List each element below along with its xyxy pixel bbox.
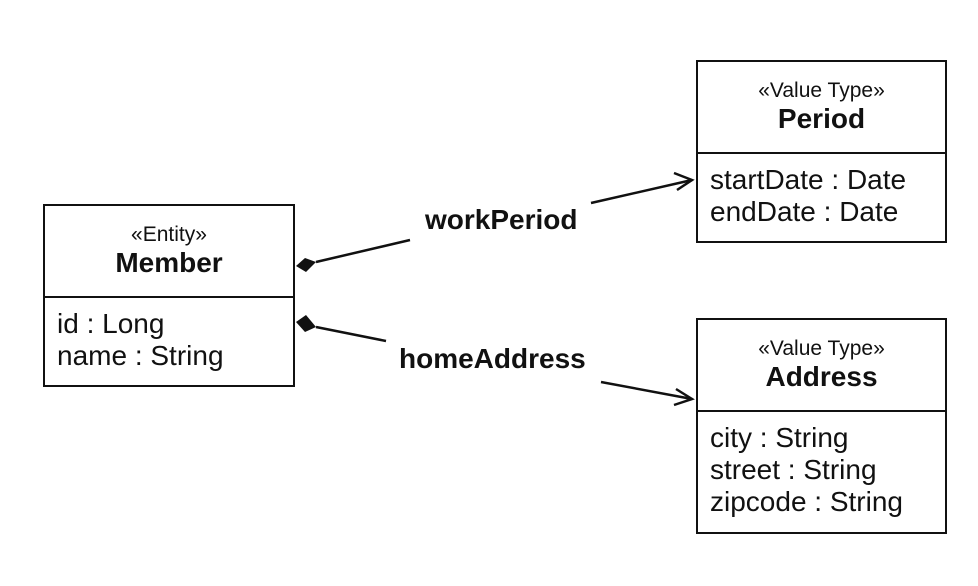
- member-class-box: «Entity» Member id : Long name : String: [43, 204, 295, 387]
- homeaddress-line-start: [315, 325, 387, 343]
- period-attribute-enddate: endDate : Date: [710, 196, 899, 227]
- period-stereotype: «Value Type»: [758, 79, 885, 102]
- member-class-header: «Entity» Member: [45, 206, 293, 298]
- composition-diamond-icon: [296, 315, 316, 332]
- period-attributes: startDate : Date endDate : Date: [698, 154, 945, 228]
- period-class-header: «Value Type» Period: [698, 62, 945, 154]
- address-class-header: «Value Type» Address: [698, 320, 945, 412]
- workperiod-line-start: [315, 238, 411, 264]
- member-attributes: id : Long name : String: [45, 298, 293, 372]
- period-class-name: Period: [777, 103, 866, 134]
- workperiod-line-end: [590, 178, 693, 205]
- address-attribute-street: street : String: [710, 454, 877, 485]
- address-attributes: city : String street : String zipcode : …: [698, 412, 945, 518]
- homeaddress-label: homeAddress: [399, 343, 586, 374]
- address-stereotype: «Value Type»: [758, 337, 885, 360]
- composition-diamond-icon: [296, 258, 316, 272]
- workperiod-association: [296, 171, 695, 272]
- member-attribute-id: id : Long: [57, 308, 165, 339]
- navigability-arrow-icon: [673, 171, 695, 192]
- homeaddress-line-end: [600, 380, 693, 401]
- address-class-name: Address: [765, 361, 878, 392]
- homeaddress-association: [296, 315, 695, 407]
- address-attribute-city: city : String: [710, 422, 849, 453]
- address-attribute-zipcode: zipcode : String: [710, 486, 903, 517]
- member-class-name: Member: [115, 247, 223, 278]
- period-attribute-startdate: startDate : Date: [710, 164, 907, 195]
- member-attribute-name: name : String: [57, 340, 224, 371]
- member-stereotype: «Entity»: [131, 223, 207, 246]
- navigability-arrow-icon: [673, 387, 695, 407]
- workperiod-label: workPeriod: [425, 204, 578, 235]
- address-class-box: «Value Type» Address city : String stree…: [696, 318, 947, 534]
- period-class-box: «Value Type» Period startDate : Date end…: [696, 60, 947, 243]
